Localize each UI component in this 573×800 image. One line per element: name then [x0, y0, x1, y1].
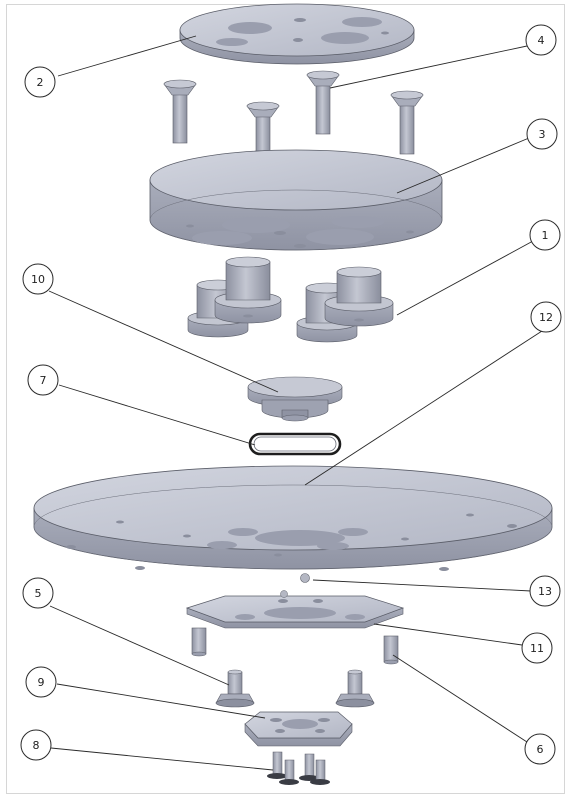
callout-11: 11	[521, 632, 553, 664]
part-13-ball	[300, 573, 310, 583]
callout-1: 1	[529, 219, 561, 251]
callout-10: 10	[22, 263, 54, 295]
part-5-screws	[215, 669, 375, 708]
part-6-pins	[191, 627, 399, 665]
callout-12-label: 12	[539, 311, 553, 324]
leader-11	[373, 623, 523, 646]
callout-4: 4	[525, 24, 557, 56]
bushing-2	[214, 256, 282, 324]
screw-5-left	[215, 669, 255, 708]
callout-12: 12	[530, 301, 562, 333]
callout-6-label: 6	[537, 743, 544, 756]
pin-right	[383, 635, 399, 665]
callout-6: 6	[524, 733, 556, 765]
part-1-bushings	[187, 256, 394, 343]
part-8-screws	[267, 751, 330, 785]
screw-4	[390, 90, 424, 155]
screw-8-a	[267, 751, 287, 779]
callout-9-label: 9	[38, 676, 45, 689]
screw-8-b	[279, 759, 299, 785]
callout-8: 8	[20, 729, 52, 761]
part-7-o-ring	[248, 432, 342, 456]
part-12-base-plate	[33, 465, 553, 571]
callout-11-label: 11	[530, 642, 544, 655]
callout-2: 2	[24, 66, 56, 98]
callout-4-label: 4	[538, 34, 545, 47]
part-11-lower-plate	[185, 590, 405, 629]
bushing-4	[324, 266, 394, 327]
callout-2-label: 2	[37, 76, 44, 89]
leader-12	[304, 330, 543, 486]
leader-6	[392, 654, 528, 743]
callout-7: 7	[27, 364, 59, 396]
leader-lines	[48, 35, 543, 771]
leader-1	[396, 240, 534, 316]
part-9-clamp-plate	[244, 711, 353, 747]
leader-5	[49, 605, 230, 686]
callout-1-label: 1	[542, 229, 549, 242]
screw-5-right	[335, 669, 375, 708]
leader-4	[329, 45, 528, 89]
callout-3-label: 3	[539, 128, 546, 141]
callout-13: 13	[529, 575, 561, 607]
screw-8-c	[299, 753, 319, 781]
callout-9: 9	[25, 666, 57, 698]
screw-8-d	[310, 759, 330, 785]
leader-9	[56, 683, 266, 719]
leader-2	[57, 35, 197, 77]
leader-10	[48, 290, 279, 393]
callout-10-label: 10	[31, 273, 45, 286]
leader-8	[50, 747, 274, 771]
callout-7-label: 7	[40, 374, 47, 387]
screw-1	[163, 79, 197, 144]
callout-5-label: 5	[35, 587, 42, 600]
callout-13-label: 13	[538, 585, 552, 598]
leader-3	[396, 137, 530, 194]
callout-5: 5	[22, 577, 54, 609]
leader-7	[58, 384, 256, 446]
part-3-thick-block	[149, 149, 443, 251]
callout-3: 3	[526, 118, 558, 150]
callout-bubbles: 2 4 3 1 10 12	[20, 24, 562, 765]
part-10-hub	[247, 376, 343, 422]
callout-8-label: 8	[33, 739, 40, 752]
leader-13	[312, 579, 532, 592]
part-2-top-plate	[179, 3, 415, 65]
pin-left	[191, 627, 207, 657]
screw-2	[306, 70, 340, 135]
